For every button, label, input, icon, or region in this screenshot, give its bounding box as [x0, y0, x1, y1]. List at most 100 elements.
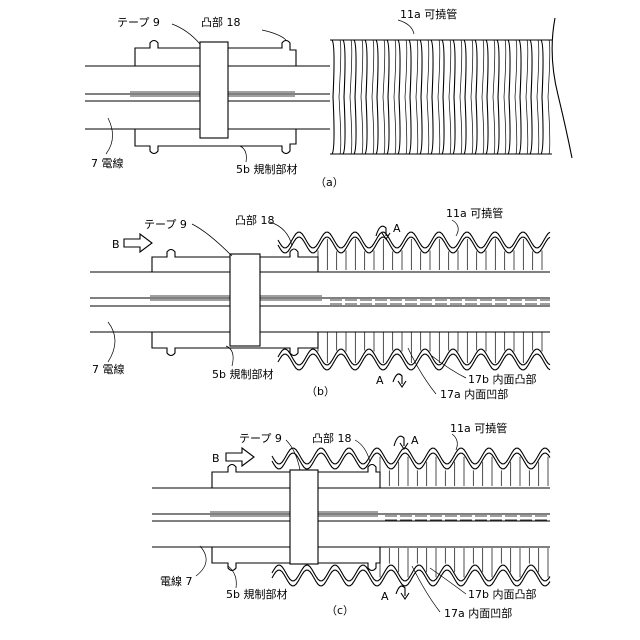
leader-tape-b — [192, 224, 232, 256]
label-arrow-b-c: B — [212, 452, 220, 465]
tape-a — [200, 42, 228, 138]
label-arrow-a-bottom-b: A — [376, 374, 384, 387]
label-tape-a: テープ 9 — [117, 16, 160, 29]
flexible-pipe-b — [278, 232, 550, 370]
pipe-wall-bottom-outer — [278, 354, 550, 370]
coil-ring-inner — [427, 40, 429, 154]
label-projection-c: 凸部 18 — [312, 431, 352, 445]
label-projection-a: 凸部 18 — [201, 15, 241, 29]
wires-c — [152, 488, 550, 547]
label-inner-convex-b: 17b 内面凸部 — [468, 372, 536, 386]
figure-label-a: （a） — [315, 176, 344, 189]
rotation-arrow-top-c: A — [394, 434, 419, 449]
label-restrict-c: 5b 規制部材 — [226, 587, 287, 601]
label-restrict-b: 5b 規制部材 — [212, 367, 273, 381]
leader-wire-b — [108, 322, 115, 362]
coil-ring-inner — [460, 40, 462, 154]
label-pipe-c: 11a 可撓管 — [450, 421, 507, 435]
label-inner-convex-c: 17b 内面凸部 — [468, 587, 536, 601]
coil-ring — [409, 40, 411, 154]
label-wire-c: 電線 7 — [160, 574, 193, 588]
label-arrow-a-bottom-c: A — [381, 590, 389, 603]
label-arrow-b: B — [112, 238, 120, 251]
coil-ring-inner — [394, 40, 396, 154]
tape-b — [230, 254, 260, 346]
rotation-arrow-bottom-c: A — [381, 586, 409, 603]
leader-wire-c — [196, 546, 206, 576]
coil-ring-inner — [537, 40, 539, 154]
coil-ring — [519, 40, 521, 154]
leader-restrict-b — [226, 346, 233, 366]
label-pipe-a: 11a 可撓管 — [400, 7, 457, 21]
coil-ring — [541, 40, 543, 154]
coil-ring — [420, 40, 422, 154]
coil-ring — [530, 40, 532, 154]
wires-b — [90, 272, 550, 332]
label-inner-concave-b: 17a 内面凹部 — [440, 387, 508, 401]
label-arrow-a-top-b: A — [393, 222, 401, 235]
coil-ring-inner — [471, 40, 473, 154]
coil-ring — [442, 40, 444, 154]
coil-ring — [475, 40, 477, 154]
coil-ring-inner — [383, 40, 385, 154]
leader-projection-a — [262, 30, 286, 40]
coil-ring — [343, 40, 345, 154]
rotation-arrow-bottom-b: A — [376, 374, 406, 387]
coil-ring-inner — [416, 40, 418, 154]
coil-ring-inner — [526, 40, 528, 154]
coil-ring-inner — [438, 40, 440, 154]
label-projection-b: 凸部 18 — [235, 213, 275, 227]
tape-c — [290, 470, 318, 564]
label-wire-a: 7 電線 — [91, 156, 124, 170]
label-tape-c: テープ 9 — [239, 432, 282, 445]
leader-tape-a — [172, 24, 200, 44]
leader-pipe-b — [452, 220, 458, 236]
pipe-break-line-a — [552, 18, 572, 158]
figure-c: B A A テープ 9 凸部 18 11a 可撓管 電線 7 5b 規制部材 1… — [152, 421, 550, 620]
label-arrow-a-top-c: A — [411, 434, 419, 447]
pipe-wall-bottom-inner — [278, 349, 550, 365]
coil-ring-inner — [493, 40, 495, 154]
coil-ring-inner — [504, 40, 506, 154]
coil-ring — [398, 40, 400, 154]
coil-ring-inner — [515, 40, 517, 154]
push-arrow-b: B — [112, 234, 152, 252]
coil-ring-inner — [449, 40, 451, 154]
label-inner-concave-c: 17a 内面凹部 — [444, 606, 512, 620]
label-pipe-b: 11a 可撓管 — [446, 206, 503, 220]
coil-ring — [387, 40, 389, 154]
label-tape-b: テープ 9 — [144, 218, 187, 231]
label-wire-b: 7 電線 — [92, 362, 125, 376]
coil-ring-inner — [350, 40, 352, 154]
coil-ring-inner — [339, 40, 341, 154]
figure-a: テープ 9 凸部 18 11a 可撓管 7 電線 5b 規制部材 （a） — [85, 7, 572, 189]
leader-pipe-c — [452, 434, 457, 450]
leader-pipe-a — [398, 20, 414, 34]
leader-restrict-a — [240, 146, 246, 162]
coil-ring-inner — [548, 40, 550, 154]
coil-ring — [365, 40, 367, 154]
coil-ring — [376, 40, 378, 154]
pipe-wall-top-inner — [278, 237, 550, 253]
figure-b: B A A テープ 9 凸部 18 11a 可撓管 7 電線 5b 規制部材 1… — [90, 206, 550, 401]
figure-label-b: （b） — [306, 385, 335, 398]
coil-ring — [354, 40, 356, 154]
label-restrict-a: 5b 規制部材 — [236, 162, 297, 176]
coil-ring — [464, 40, 466, 154]
leader-inner-concave-b — [408, 348, 436, 394]
coil-ring — [453, 40, 455, 154]
coil-ring-inner — [372, 40, 374, 154]
coil-ring — [332, 40, 334, 154]
coil-ring-inner — [405, 40, 407, 154]
leader-wire-a — [106, 118, 113, 154]
coil-ring — [486, 40, 488, 154]
coil-ring — [431, 40, 433, 154]
flexible-pipe-a — [330, 40, 552, 154]
leader-tape-c — [286, 440, 300, 470]
coil-ring — [508, 40, 510, 154]
push-arrow-c: B — [212, 448, 254, 466]
coil-ring-inner — [482, 40, 484, 154]
figure-label-c: （c） — [326, 604, 354, 617]
pipe-wall-top-outer — [278, 232, 550, 248]
